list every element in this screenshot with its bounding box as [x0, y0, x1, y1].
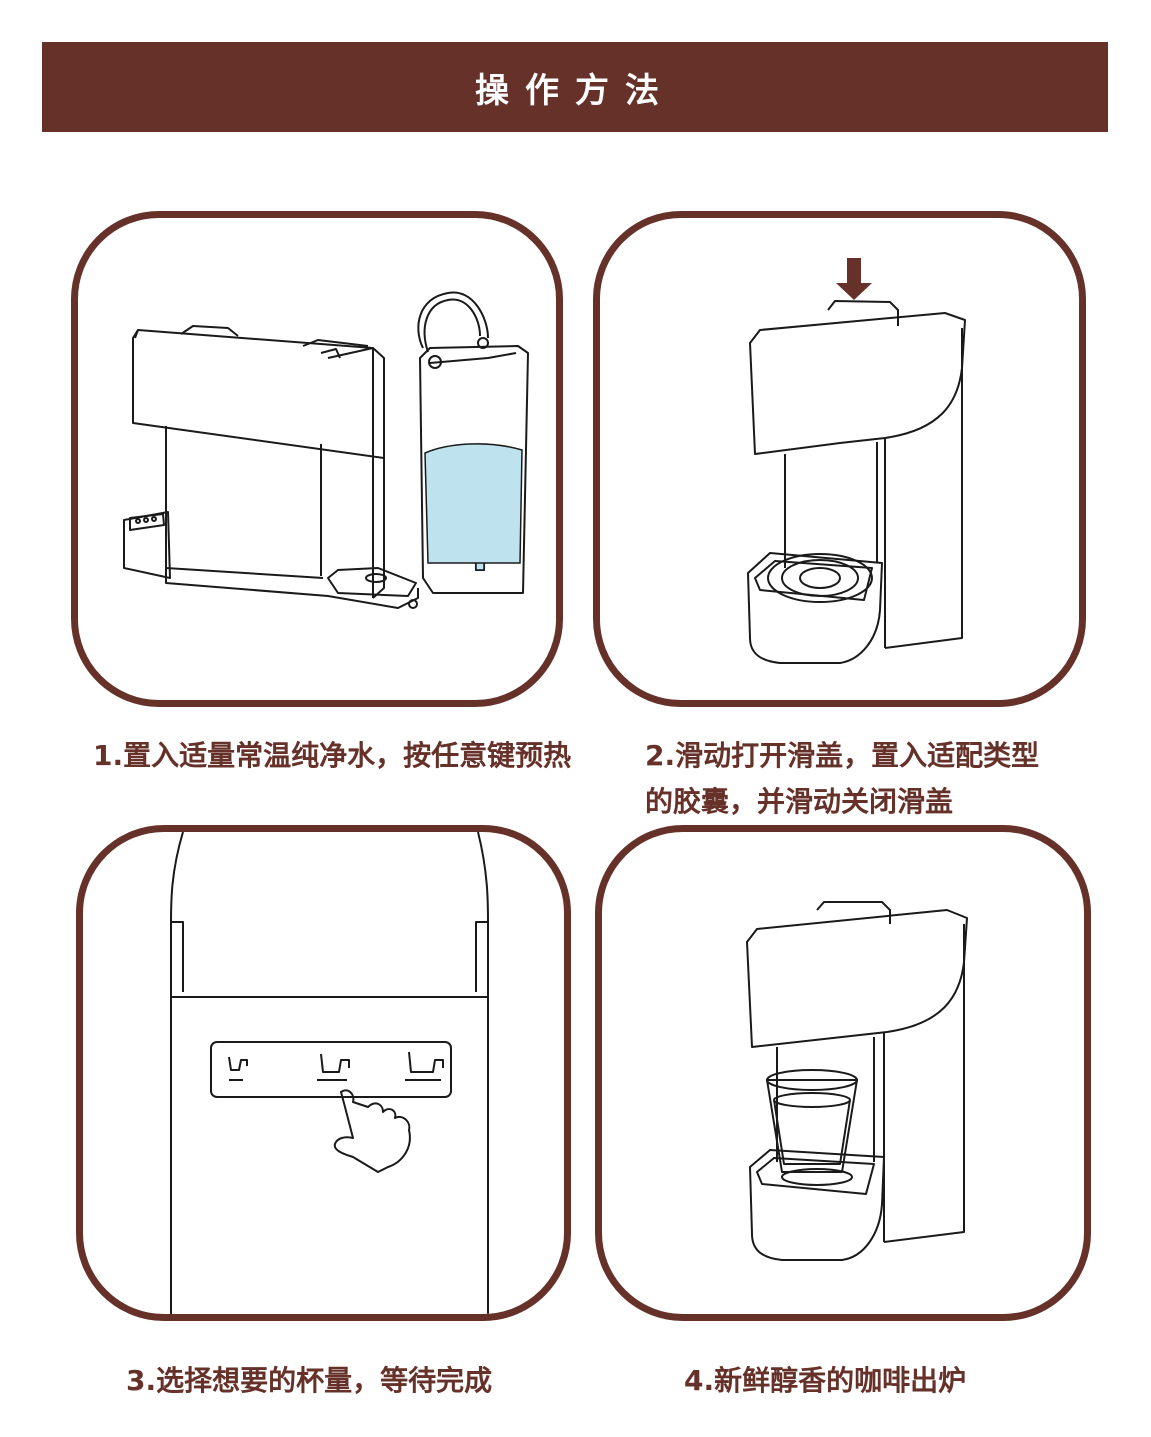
- step-4-caption: 4.新鲜醇香的咖啡出炉: [684, 1364, 967, 1397]
- small-cup-icon: [228, 1056, 248, 1071]
- coffee-ready-image: [746, 901, 968, 1261]
- insert-capsule-image: [747, 258, 966, 664]
- step-1-illustration: [71, 211, 563, 707]
- cup-size-buttons-image: [170, 832, 489, 1314]
- medium-cup-icon: [320, 1053, 350, 1073]
- coffee-machine-with-water-tank-image: [123, 291, 529, 609]
- step-3-illustration: [76, 825, 571, 1321]
- large-cup-icon: [408, 1051, 444, 1073]
- step-3-caption: 3.选择想要的杯量，等待完成: [126, 1364, 493, 1397]
- page-title: 操作方法: [42, 42, 1108, 132]
- down-arrow-icon: [836, 258, 872, 300]
- step-2-illustration: [593, 211, 1086, 707]
- step-2-caption-line-1: 2.滑动打开滑盖，置入适配类型: [645, 739, 1040, 772]
- step-2-caption-line-2: 的胶囊，并滑动关闭滑盖: [645, 785, 954, 818]
- step-1-caption: 1.置入适量常温纯净水，按任意键预热: [93, 739, 572, 772]
- step-4-illustration: [595, 825, 1091, 1321]
